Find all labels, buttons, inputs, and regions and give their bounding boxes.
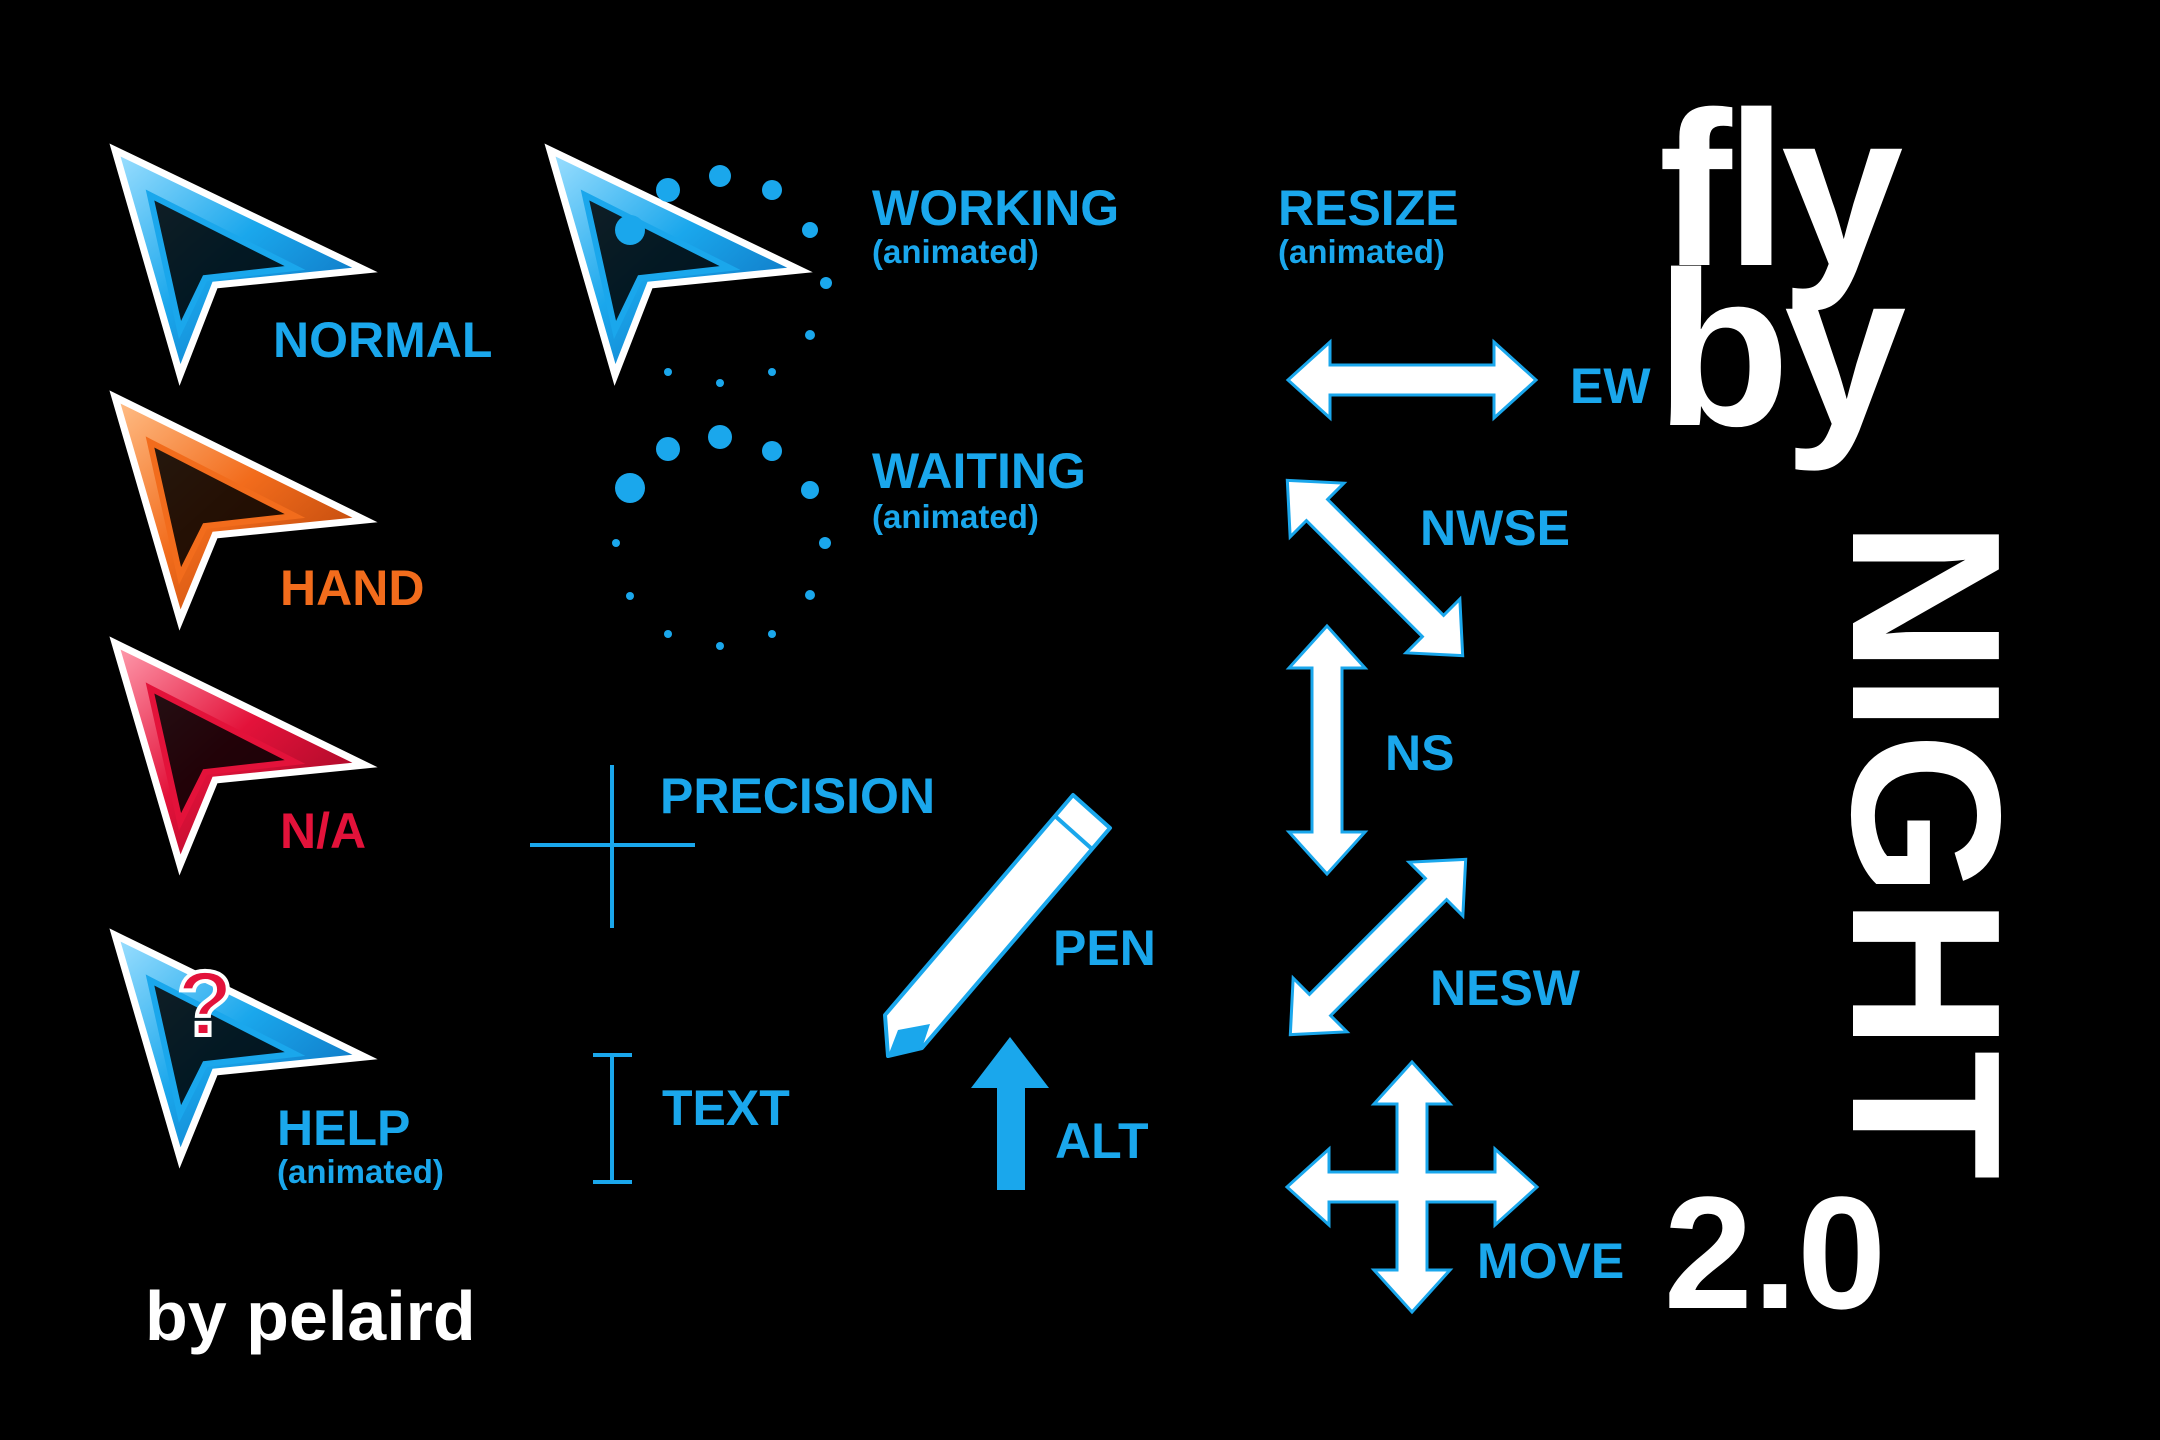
title-version: 2.0 [1664, 1163, 1886, 1342]
text-beam-icon [593, 1053, 632, 1184]
title-night: NIGHT [1808, 520, 2045, 1180]
working-sublabel: (animated) [872, 233, 1039, 270]
pen-label: PEN [1053, 920, 1156, 976]
resize-ns-label: NS [1385, 725, 1454, 781]
help-sublabel: (animated) [277, 1153, 444, 1190]
na-label: N/A [280, 803, 366, 859]
resize-section: RESIZE (animated) EW NWSE NS [1278, 180, 1651, 1315]
crosshair-icon [530, 765, 695, 928]
text-cursor: TEXT [593, 1053, 790, 1184]
resize-sublabel: (animated) [1278, 233, 1445, 270]
resize-nesw-icon [1288, 857, 1468, 1037]
title-by: by [1656, 226, 1906, 472]
precision-cursor: PRECISION [530, 765, 935, 928]
na-cursor: N/A [109, 636, 378, 876]
move-label: MOVE [1477, 1233, 1624, 1289]
working-label: WORKING [872, 180, 1119, 236]
resize-nesw-cursor: NESW [1288, 857, 1581, 1037]
help-label: HELP [277, 1100, 410, 1156]
resize-nwse-label: NWSE [1420, 500, 1570, 556]
hand-cursor: HAND [109, 390, 424, 631]
move-icon [1284, 1059, 1540, 1315]
spinner-icon [612, 425, 831, 650]
working-cursor: WORKING (animated) [544, 143, 1119, 387]
resize-ew-icon [1285, 338, 1539, 422]
move-cursor: MOVE [1284, 1059, 1624, 1315]
help-cursor: ? HELP (animated) [109, 928, 444, 1190]
alt-cursor: ALT [971, 1037, 1148, 1190]
hand-label: HAND [280, 560, 424, 616]
normal-cursor: NORMAL [109, 143, 492, 386]
credit-text: by pelaird [145, 1277, 476, 1355]
resize-nwse-icon [1285, 478, 1465, 658]
help-question-mark: ? [177, 953, 233, 1055]
brand-title: fly by NIGHT 2.0 [1656, 66, 2045, 1342]
spinner-dots [615, 165, 832, 387]
alt-label: ALT [1055, 1113, 1148, 1169]
resize-nwse-cursor: NWSE [1285, 478, 1570, 658]
title-fly: fly [1659, 66, 1903, 312]
up-arrow-icon [971, 1037, 1049, 1190]
resize-heading: RESIZE [1278, 180, 1459, 236]
pen-icon [883, 793, 1112, 1058]
waiting-sublabel: (animated) [872, 498, 1039, 535]
resize-nesw-label: NESW [1430, 960, 1581, 1016]
pen-cursor: PEN [883, 793, 1156, 1058]
resize-ns-cursor: NS [1285, 623, 1454, 877]
resize-ew-label: EW [1570, 358, 1651, 414]
waiting-cursor: WAITING (animated) [612, 425, 1086, 650]
precision-label: PRECISION [660, 768, 935, 824]
resize-ew-cursor: EW [1285, 338, 1651, 422]
waiting-label: WAITING [872, 443, 1086, 499]
normal-label: NORMAL [273, 312, 492, 368]
resize-ns-icon [1285, 623, 1369, 877]
text-label: TEXT [662, 1080, 790, 1136]
